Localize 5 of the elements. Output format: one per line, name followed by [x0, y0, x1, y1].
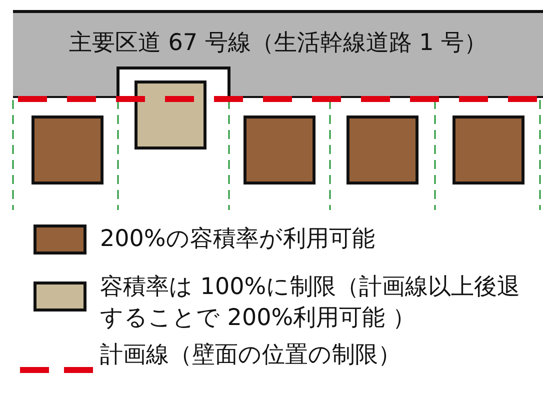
legend-text: 200%の容積率が利用可能 — [100, 225, 376, 254]
road-name: 主要区道 67 号線（生活幹線道路 1 号） — [68, 29, 488, 58]
road-band — [13, 10, 543, 98]
legend-text: 容積率は 100%に制限（計画線以上後退することで 200%利用可能 ） — [100, 273, 522, 333]
legend-text: 計画線（壁面の位置の制限） — [100, 341, 402, 370]
